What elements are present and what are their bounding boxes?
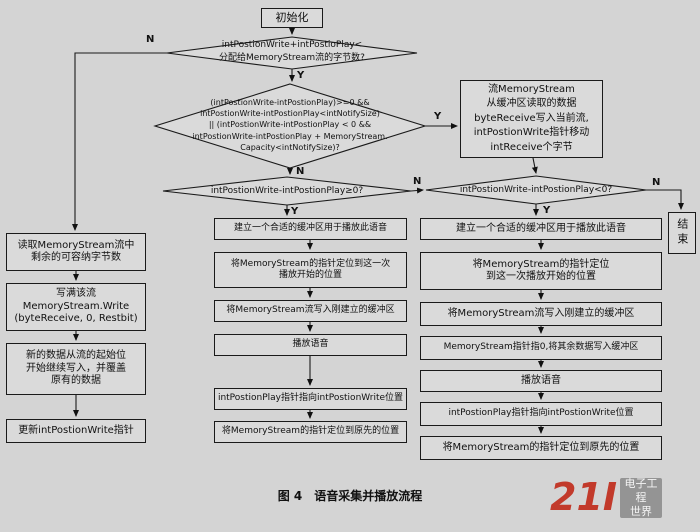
- watermark: 21I 电子工程 世界: [550, 475, 663, 519]
- decision-notifysize-label: (intPostionWrite-intPostionPlay)>=0 && i…: [192, 98, 388, 152]
- watermark-brand-text: 21I: [550, 475, 618, 519]
- branch-label-no-4: N: [652, 177, 661, 188]
- branch-label-no-2: N: [296, 166, 305, 177]
- decision-stream-bytes-label: intPostionWrite+intPostioPlay< 分配给Memory…: [219, 40, 365, 63]
- branch-label-yes-1: Y: [297, 70, 305, 81]
- figure-caption: 图 4 语音采集并播放流程: [277, 489, 423, 503]
- process-right-write-to-buffer: 将MemoryStream流写入刚建立的缓冲区: [420, 302, 662, 326]
- process-mid-update-play-pointer: intPostionPlay指针指向intPostionWrite位置: [214, 388, 407, 410]
- branch-label-no-1: N: [146, 34, 155, 45]
- process-right-pointer-zero-write-rest: MemoryStream指针指0,将其余数据写入缓冲区: [420, 336, 662, 360]
- watermark-logo: 电子工程 世界: [620, 477, 663, 518]
- branch-label-no-3: N: [413, 176, 422, 187]
- branch-label-yes-3: Y: [291, 206, 299, 217]
- process-right-update-play-pointer: intPostionPlay指针指向intPostionWrite位置: [420, 402, 662, 426]
- process-mid-play-audio: 播放语音: [214, 334, 407, 356]
- end-node: 结束: [668, 212, 696, 254]
- branch-label-yes-4: Y: [543, 205, 551, 216]
- process-fill-stream-write: 写满该流 MemoryStream.Write (byteReceive, 0,…: [6, 283, 146, 331]
- process-read-remaining-bytes: 读取MemoryStream流中 剩余的可容纳字节数: [6, 233, 146, 271]
- process-wrap-overwrite-data: 新的数据从流的起始位 开始继续写入，并覆盖 原有的数据: [6, 343, 146, 395]
- process-mid-seek-play-start: 将MemoryStream的指针定位到这一次 播放开始的位置: [214, 252, 407, 288]
- process-right-create-buffer: 建立一个合适的缓冲区用于播放此语音: [420, 218, 662, 240]
- process-write-stream: 流MemoryStream 从缓冲区读取的数据 byteReceive写入当前流…: [460, 80, 603, 158]
- process-mid-write-to-buffer: 将MemoryStream流写入刚建立的缓冲区: [214, 300, 407, 322]
- process-right-restore-pointer: 将MemoryStream的指针定位到原先的位置: [420, 436, 662, 460]
- process-mid-create-buffer: 建立一个合适的缓冲区用于播放此语音: [214, 218, 407, 240]
- process-mid-restore-pointer: 将MemoryStream的指针定位到原先的位置: [214, 421, 407, 443]
- decision-diff-lt-zero-label: intPostionWrite-intPostionPlay<0?: [459, 185, 613, 195]
- start-node: 初始化: [261, 8, 323, 28]
- process-right-seek-play-start: 将MemoryStream的指针定位 到这一次播放开始的位置: [420, 252, 662, 290]
- process-right-play-audio: 播放语音: [420, 370, 662, 392]
- decision-diff-geq-zero-label: intPostionWrite-intPostionPlay≥0?: [210, 186, 364, 196]
- branch-label-yes-2: Y: [434, 111, 442, 122]
- process-update-write-pointer: 更新intPostionWrite指针: [6, 419, 146, 443]
